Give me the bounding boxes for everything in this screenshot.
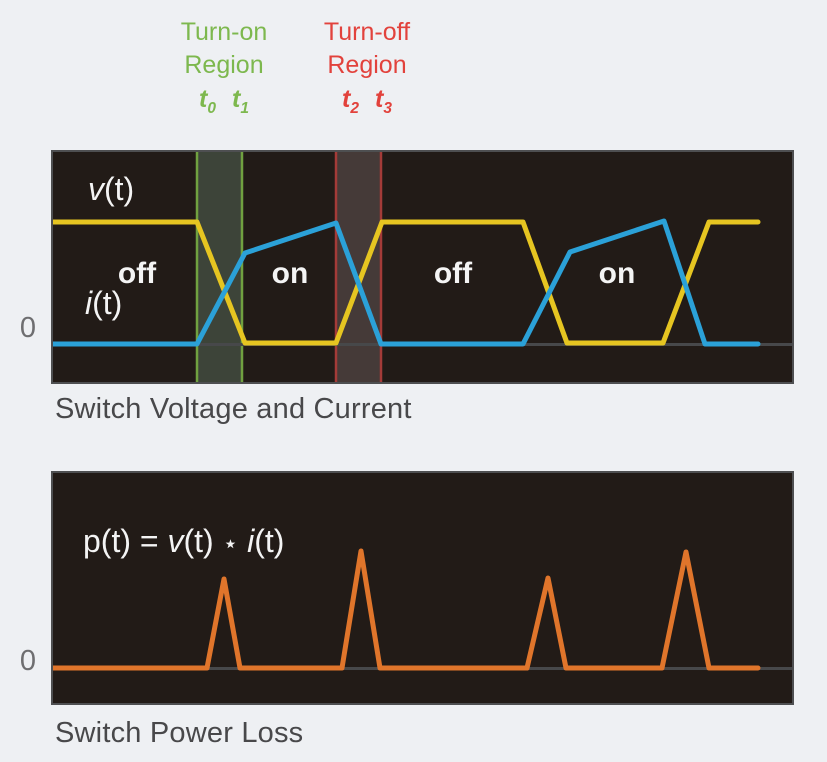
voltage-waveform <box>53 219 761 346</box>
on-label-2: on <box>599 257 636 290</box>
on-label-1: on <box>272 257 309 290</box>
turn-off-line2: Region <box>327 51 407 79</box>
power-loss-plot: p(t) = v(t) ⋆ i(t) <box>53 523 792 671</box>
power-loss-panel: p(t) = v(t) ⋆ i(t) <box>51 471 794 705</box>
zero-label-voltage-panel: 0 <box>19 312 37 344</box>
turn-off-region-header: Turn-off Region t2 t3 <box>282 16 452 117</box>
turn-off-time-labels: t2 t3 <box>282 82 452 117</box>
t2-label: t2 <box>342 85 359 117</box>
off-label-2: off <box>434 257 473 290</box>
v-of-t-label: v(t) <box>88 171 134 207</box>
turn-on-line1: Turn-on <box>180 18 268 46</box>
off-label-1: off <box>118 257 157 290</box>
voltage-current-caption: Switch Voltage and Current <box>55 393 412 425</box>
current-waveform <box>53 218 761 347</box>
turn-on-line2: Region <box>184 51 264 79</box>
t1-label: t1 <box>232 85 249 117</box>
t3-label: t3 <box>375 85 392 117</box>
i-of-t-label: i(t) <box>85 285 122 321</box>
zero-label-power-panel: 0 <box>19 645 37 677</box>
voltage-current-panel: v(t) i(t) off on off on <box>51 150 794 384</box>
turn-on-region-header: Turn-on Region t0 t1 <box>139 16 309 117</box>
turn-on-time-labels: t0 t1 <box>139 82 309 117</box>
turn-off-band <box>336 152 381 382</box>
t0-label: t0 <box>199 85 216 117</box>
voltage-current-plot: v(t) i(t) off on off on <box>53 152 792 382</box>
star-operator-icon: ⋆ <box>223 530 239 558</box>
power-formula-label: p(t) = v(t) ⋆ i(t) <box>83 523 284 559</box>
power-waveform <box>53 548 761 671</box>
power-loss-caption: Switch Power Loss <box>55 717 304 749</box>
turn-off-line1: Turn-off <box>323 18 411 46</box>
